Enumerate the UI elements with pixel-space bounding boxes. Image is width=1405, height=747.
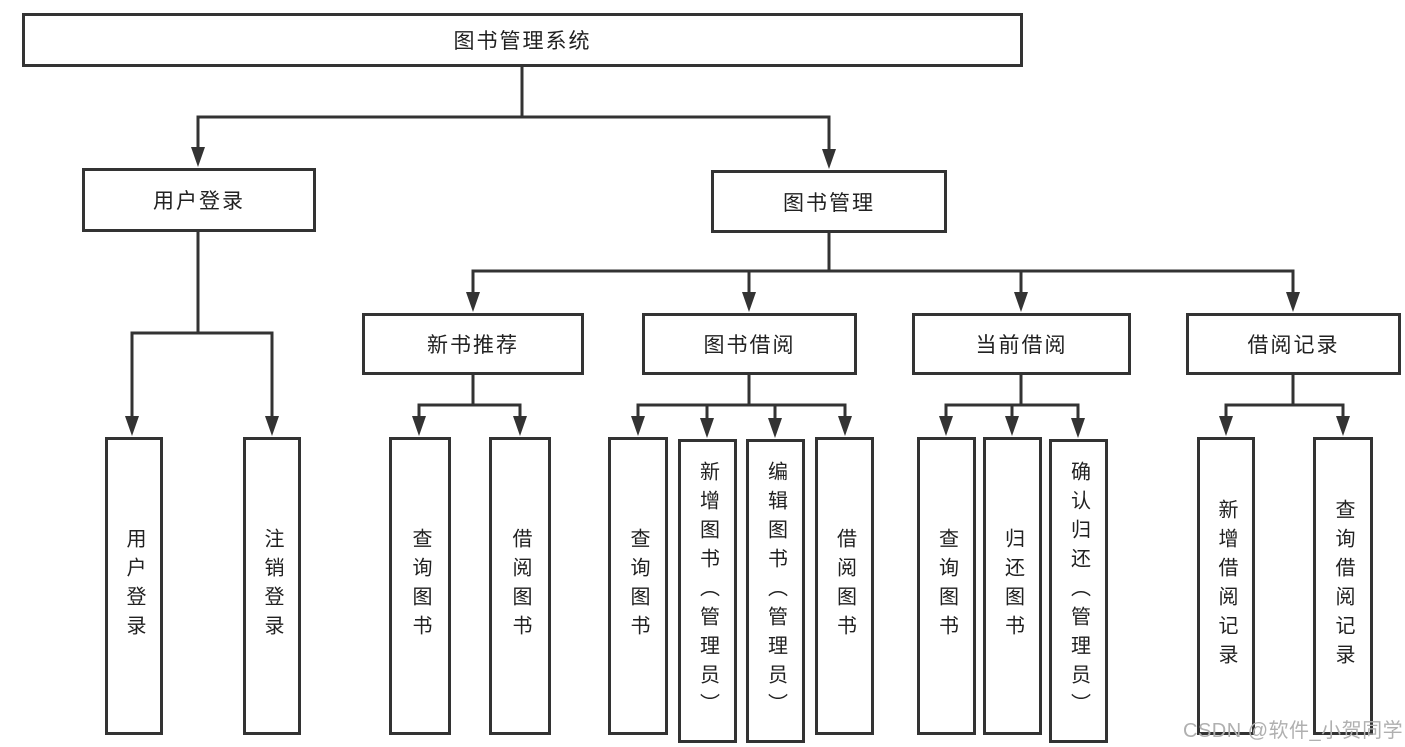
node-current-borrow: 当前借阅 — [912, 313, 1131, 375]
node-rec-query-book: 查询图书 — [389, 437, 451, 735]
node-confirm-return-admin: 确认归还（管理员） — [1049, 439, 1108, 743]
node-root: 图书管理系统 — [22, 13, 1023, 67]
edge-book-borrow-children — [631, 374, 852, 438]
node-add-book-admin: 新增图书（管理员） — [678, 439, 737, 743]
node-leaf-user-login-label: 用户登录 — [123, 528, 145, 644]
edge-user-login-to-leaves — [125, 231, 279, 436]
node-borrow-query-book-label: 查询图书 — [627, 528, 649, 644]
node-confirm-return-admin-label: 确认归还（管理员） — [1067, 460, 1090, 722]
node-book-borrow: 图书借阅 — [642, 313, 857, 375]
node-new-book-recommend-label: 新书推荐 — [427, 334, 519, 357]
node-leaf-user-login: 用户登录 — [105, 437, 163, 735]
edge-new-book-rec-children — [412, 374, 527, 436]
node-return-book: 归还图书 — [983, 437, 1042, 735]
node-new-book-recommend: 新书推荐 — [362, 313, 584, 375]
node-borrow-borrow-book-label: 借阅图书 — [833, 528, 856, 644]
node-add-book-admin-label: 新增图书（管理员） — [696, 460, 719, 722]
edge-borrow-record-children — [1219, 374, 1350, 436]
node-rec-borrow-book-label: 借阅图书 — [509, 528, 531, 644]
node-query-borrow-record-label: 查询借阅记录 — [1332, 499, 1354, 673]
node-edit-book-admin: 编辑图书（管理员） — [746, 439, 805, 743]
node-leaf-logout: 注销登录 — [243, 437, 301, 735]
edge-book-mgmt-to-level3 — [466, 232, 1300, 312]
node-add-borrow-record: 新增借阅记录 — [1197, 437, 1255, 735]
node-add-borrow-record-label: 新增借阅记录 — [1215, 499, 1237, 673]
edge-root-to-level2 — [191, 66, 836, 169]
node-current-query-book: 查询图书 — [917, 437, 976, 735]
node-rec-borrow-book: 借阅图书 — [489, 437, 551, 735]
edge-current-borrow-children — [939, 374, 1085, 438]
node-user-login-label: 用户登录 — [153, 190, 245, 213]
node-current-query-book-label: 查询图书 — [935, 528, 958, 644]
node-root-label: 图书管理系统 — [453, 30, 592, 53]
node-borrow-records: 借阅记录 — [1186, 313, 1401, 375]
node-return-book-label: 归还图书 — [1001, 528, 1024, 644]
node-query-borrow-record: 查询借阅记录 — [1313, 437, 1373, 735]
node-book-borrow-label: 图书借阅 — [703, 334, 796, 357]
node-leaf-logout-label: 注销登录 — [261, 528, 283, 644]
node-user-login: 用户登录 — [82, 168, 316, 232]
node-rec-query-book-label: 查询图书 — [409, 528, 431, 644]
node-borrow-records-label: 借阅记录 — [1247, 334, 1340, 357]
node-edit-book-admin-label: 编辑图书（管理员） — [764, 460, 787, 722]
node-borrow-borrow-book: 借阅图书 — [815, 437, 874, 735]
node-borrow-query-book: 查询图书 — [608, 437, 668, 735]
node-current-borrow-label: 当前借阅 — [975, 334, 1068, 357]
csdn-watermark: CSDN @软件_小贺同学 — [1183, 720, 1404, 742]
node-book-management-label: 图书管理 — [783, 191, 875, 215]
node-book-management: 图书管理 — [711, 170, 947, 233]
